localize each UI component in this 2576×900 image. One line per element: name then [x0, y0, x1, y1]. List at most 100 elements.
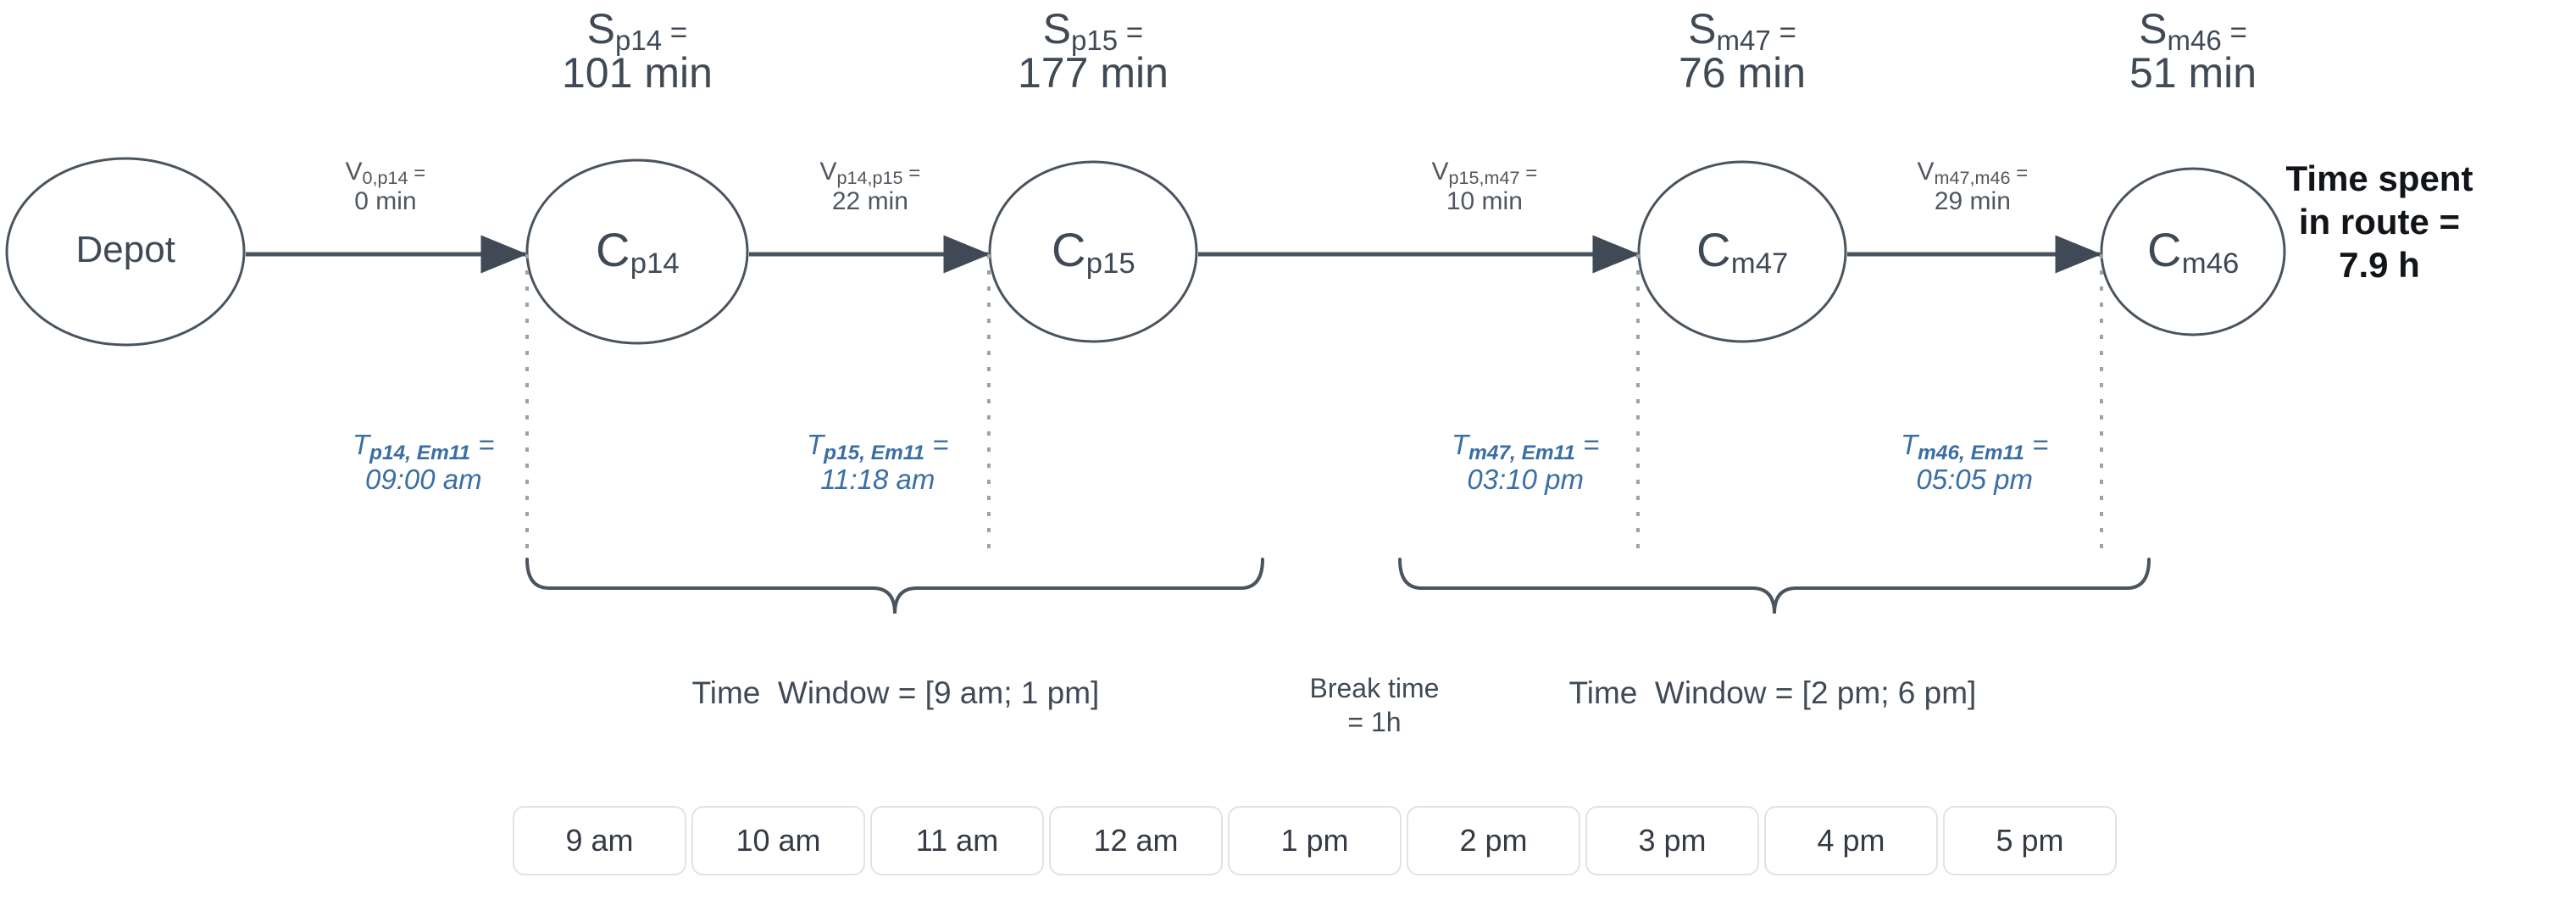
- brace-afternoon: [1398, 558, 2151, 614]
- service-time-s-m46: Sm46 =51 min: [2129, 7, 2257, 95]
- time-window-afternoon: Time Window = [2 pm; 6 pm]: [1568, 675, 1977, 710]
- arrival-time-value: 11:18 am: [820, 463, 935, 495]
- service-time-symbol: S: [1042, 5, 1071, 53]
- service-time-value: 51 min: [2129, 49, 2257, 97]
- travel-time-v-p14-p15: Vp14,p15 =22 min: [820, 157, 921, 217]
- travel-time-symbol: V: [1431, 158, 1449, 186]
- hour-chip-2pm[interactable]: 2 pm: [1407, 806, 1580, 875]
- hour-chip-label: 12 am: [1093, 823, 1179, 858]
- travel-time-equals: =: [408, 162, 426, 185]
- node-label-subscript: p15: [1085, 247, 1135, 280]
- service-time-symbol: S: [2139, 5, 2168, 53]
- service-time-subscript: p14: [615, 24, 663, 56]
- hour-chip-1pm[interactable]: 1 pm: [1228, 806, 1402, 875]
- service-time-s-p15: Sp15 =177 min: [1018, 7, 1169, 95]
- node-label-subscript: m46: [2181, 247, 2240, 280]
- summary-line2: in route =: [2298, 202, 2461, 242]
- hour-chip-label: 5 pm: [1996, 823, 2064, 858]
- hour-chip-4pm[interactable]: 4 pm: [1764, 806, 1938, 875]
- service-time-value: 101 min: [562, 49, 713, 97]
- hour-chip-5pm[interactable]: 5 pm: [1943, 806, 2117, 875]
- travel-time-equals: =: [2010, 162, 2029, 185]
- service-time-symbol-line: Sm47 =: [1679, 7, 1806, 55]
- node-label-c-m47: Cm47: [1696, 223, 1788, 278]
- hour-chip-9am[interactable]: 9 am: [513, 806, 686, 875]
- service-time-subscript: p15: [1071, 24, 1119, 56]
- travel-time-subscript: m47,m46: [1934, 167, 2011, 189]
- arrival-time-value: 03:10 pm: [1467, 463, 1584, 495]
- travel-time-v-p15-m47: Vp15,m47 =10 min: [1432, 157, 1538, 217]
- service-time-symbol-line: Sp15 =: [1018, 5, 1169, 55]
- hour-chip-label: 2 pm: [1459, 823, 1528, 858]
- service-time-s-m47: Sm47 =76 min: [1679, 7, 1806, 95]
- arrival-time-equals: =: [470, 429, 495, 460]
- break-time-line1: Break time: [1309, 673, 1440, 703]
- hour-chip-label: 1 pm: [1280, 823, 1349, 858]
- arrival-time-t-p14: Tp14, Em11 =09:00 am: [353, 428, 495, 497]
- node-label-c-m46: Cm46: [2147, 226, 2239, 278]
- arrival-time-t-m46: Tm46, Em11 =05:05 pm: [1901, 428, 2048, 497]
- hour-chip-label: 4 pm: [1817, 823, 1885, 858]
- service-time-s-p14: Sp14 =101 min: [562, 7, 713, 95]
- node-label-c-p15: Cp15: [1052, 223, 1135, 278]
- service-time-subscript: m46: [2167, 24, 2222, 56]
- node-ellipse-depot: [5, 157, 246, 347]
- hour-chip-label: 10 am: [736, 823, 821, 858]
- travel-time-symbol-line: V0,p14 =: [346, 157, 426, 189]
- arrival-time-symbol-line: Tm46, Em11 =: [1901, 428, 2049, 465]
- travel-time-value: 22 min: [831, 187, 908, 216]
- travel-time-equals: =: [1519, 162, 1538, 185]
- hour-chip-label: 3 pm: [1638, 823, 1707, 858]
- hour-chip-10am[interactable]: 10 am: [691, 806, 865, 875]
- arrival-time-symbol: T: [1452, 429, 1469, 460]
- arrival-time-equals: =: [2024, 429, 2049, 460]
- node-label-text: C: [596, 223, 630, 276]
- node-label-c-p14: Cp14: [596, 223, 680, 278]
- arrival-time-t-m47: Tm47, Em11 =03:10 pm: [1452, 428, 1599, 497]
- arrival-time-value: 09:00 am: [364, 463, 482, 495]
- travel-time-value: 29 min: [1934, 187, 2011, 216]
- arrival-time-symbol: T: [1901, 429, 1918, 460]
- service-time-equals: =: [662, 15, 688, 49]
- summary-line3: 7.9 h: [2339, 245, 2420, 286]
- service-time-equals: =: [2221, 15, 2247, 49]
- arrival-time-equals: =: [924, 429, 949, 460]
- travel-time-subscript: 0,p14: [362, 167, 408, 189]
- arrival-time-symbol-line: Tp15, Em11 =: [807, 428, 949, 465]
- travel-time-v-m47-m46: Vm47,m46 =29 min: [1918, 157, 2029, 217]
- travel-time-v-0-p14: V0,p14 =0 min: [346, 157, 426, 217]
- node-label-text: Depot: [75, 229, 175, 270]
- arrival-time-t-p15: Tp15, Em11 =11:18 am: [807, 428, 949, 497]
- service-time-value: 177 min: [1018, 49, 1169, 97]
- service-time-equals: =: [1118, 15, 1144, 49]
- arrival-time-symbol: T: [807, 429, 824, 460]
- node-label-depot: Depot: [76, 231, 175, 269]
- dotted-connector-group: [525, 254, 2103, 559]
- arrival-time-subscript: p15, Em11: [824, 442, 925, 465]
- summary-line1: Time spent: [2285, 158, 2473, 198]
- hour-strip: 9 am 10 am 11 am 12 am 1 pm 2 pm 3 pm 4 pm 5 pm: [513, 806, 2117, 875]
- hour-chip-3pm[interactable]: 3 pm: [1585, 806, 1759, 875]
- travel-time-symbol-line: Vp14,p15 =: [820, 157, 921, 189]
- time-spent-summary: Time spent in route = 7.9 h: [2286, 157, 2473, 287]
- arrival-time-subscript: m47, Em11: [1468, 442, 1575, 465]
- node-label-text: C: [1696, 223, 1731, 276]
- node-label-subscript: p14: [630, 247, 680, 280]
- hour-chip-11am[interactable]: 11 am: [870, 806, 1044, 875]
- travel-time-symbol-line: Vp15,m47 =: [1431, 157, 1538, 189]
- service-time-symbol-line: Sm46 =: [2129, 5, 2257, 55]
- arrival-time-subscript: m46, Em11: [1918, 442, 2024, 465]
- break-time-line2: = 1h: [1347, 707, 1402, 737]
- hour-chip-12am[interactable]: 12 am: [1049, 806, 1223, 875]
- node-label-text: C: [1052, 223, 1086, 276]
- arrival-time-value: 05:05 pm: [1916, 463, 2033, 495]
- travel-time-subscript: p15,m47: [1448, 167, 1520, 189]
- hour-chip-label: 9 am: [565, 823, 634, 858]
- service-time-value: 76 min: [1679, 49, 1807, 97]
- node-label-subscript: m47: [1730, 247, 1789, 280]
- travel-time-subscript: p14,p15: [836, 167, 903, 189]
- travel-time-symbol-line: Vm47,m46 =: [1917, 157, 2029, 189]
- travel-time-symbol: V: [1917, 158, 1935, 186]
